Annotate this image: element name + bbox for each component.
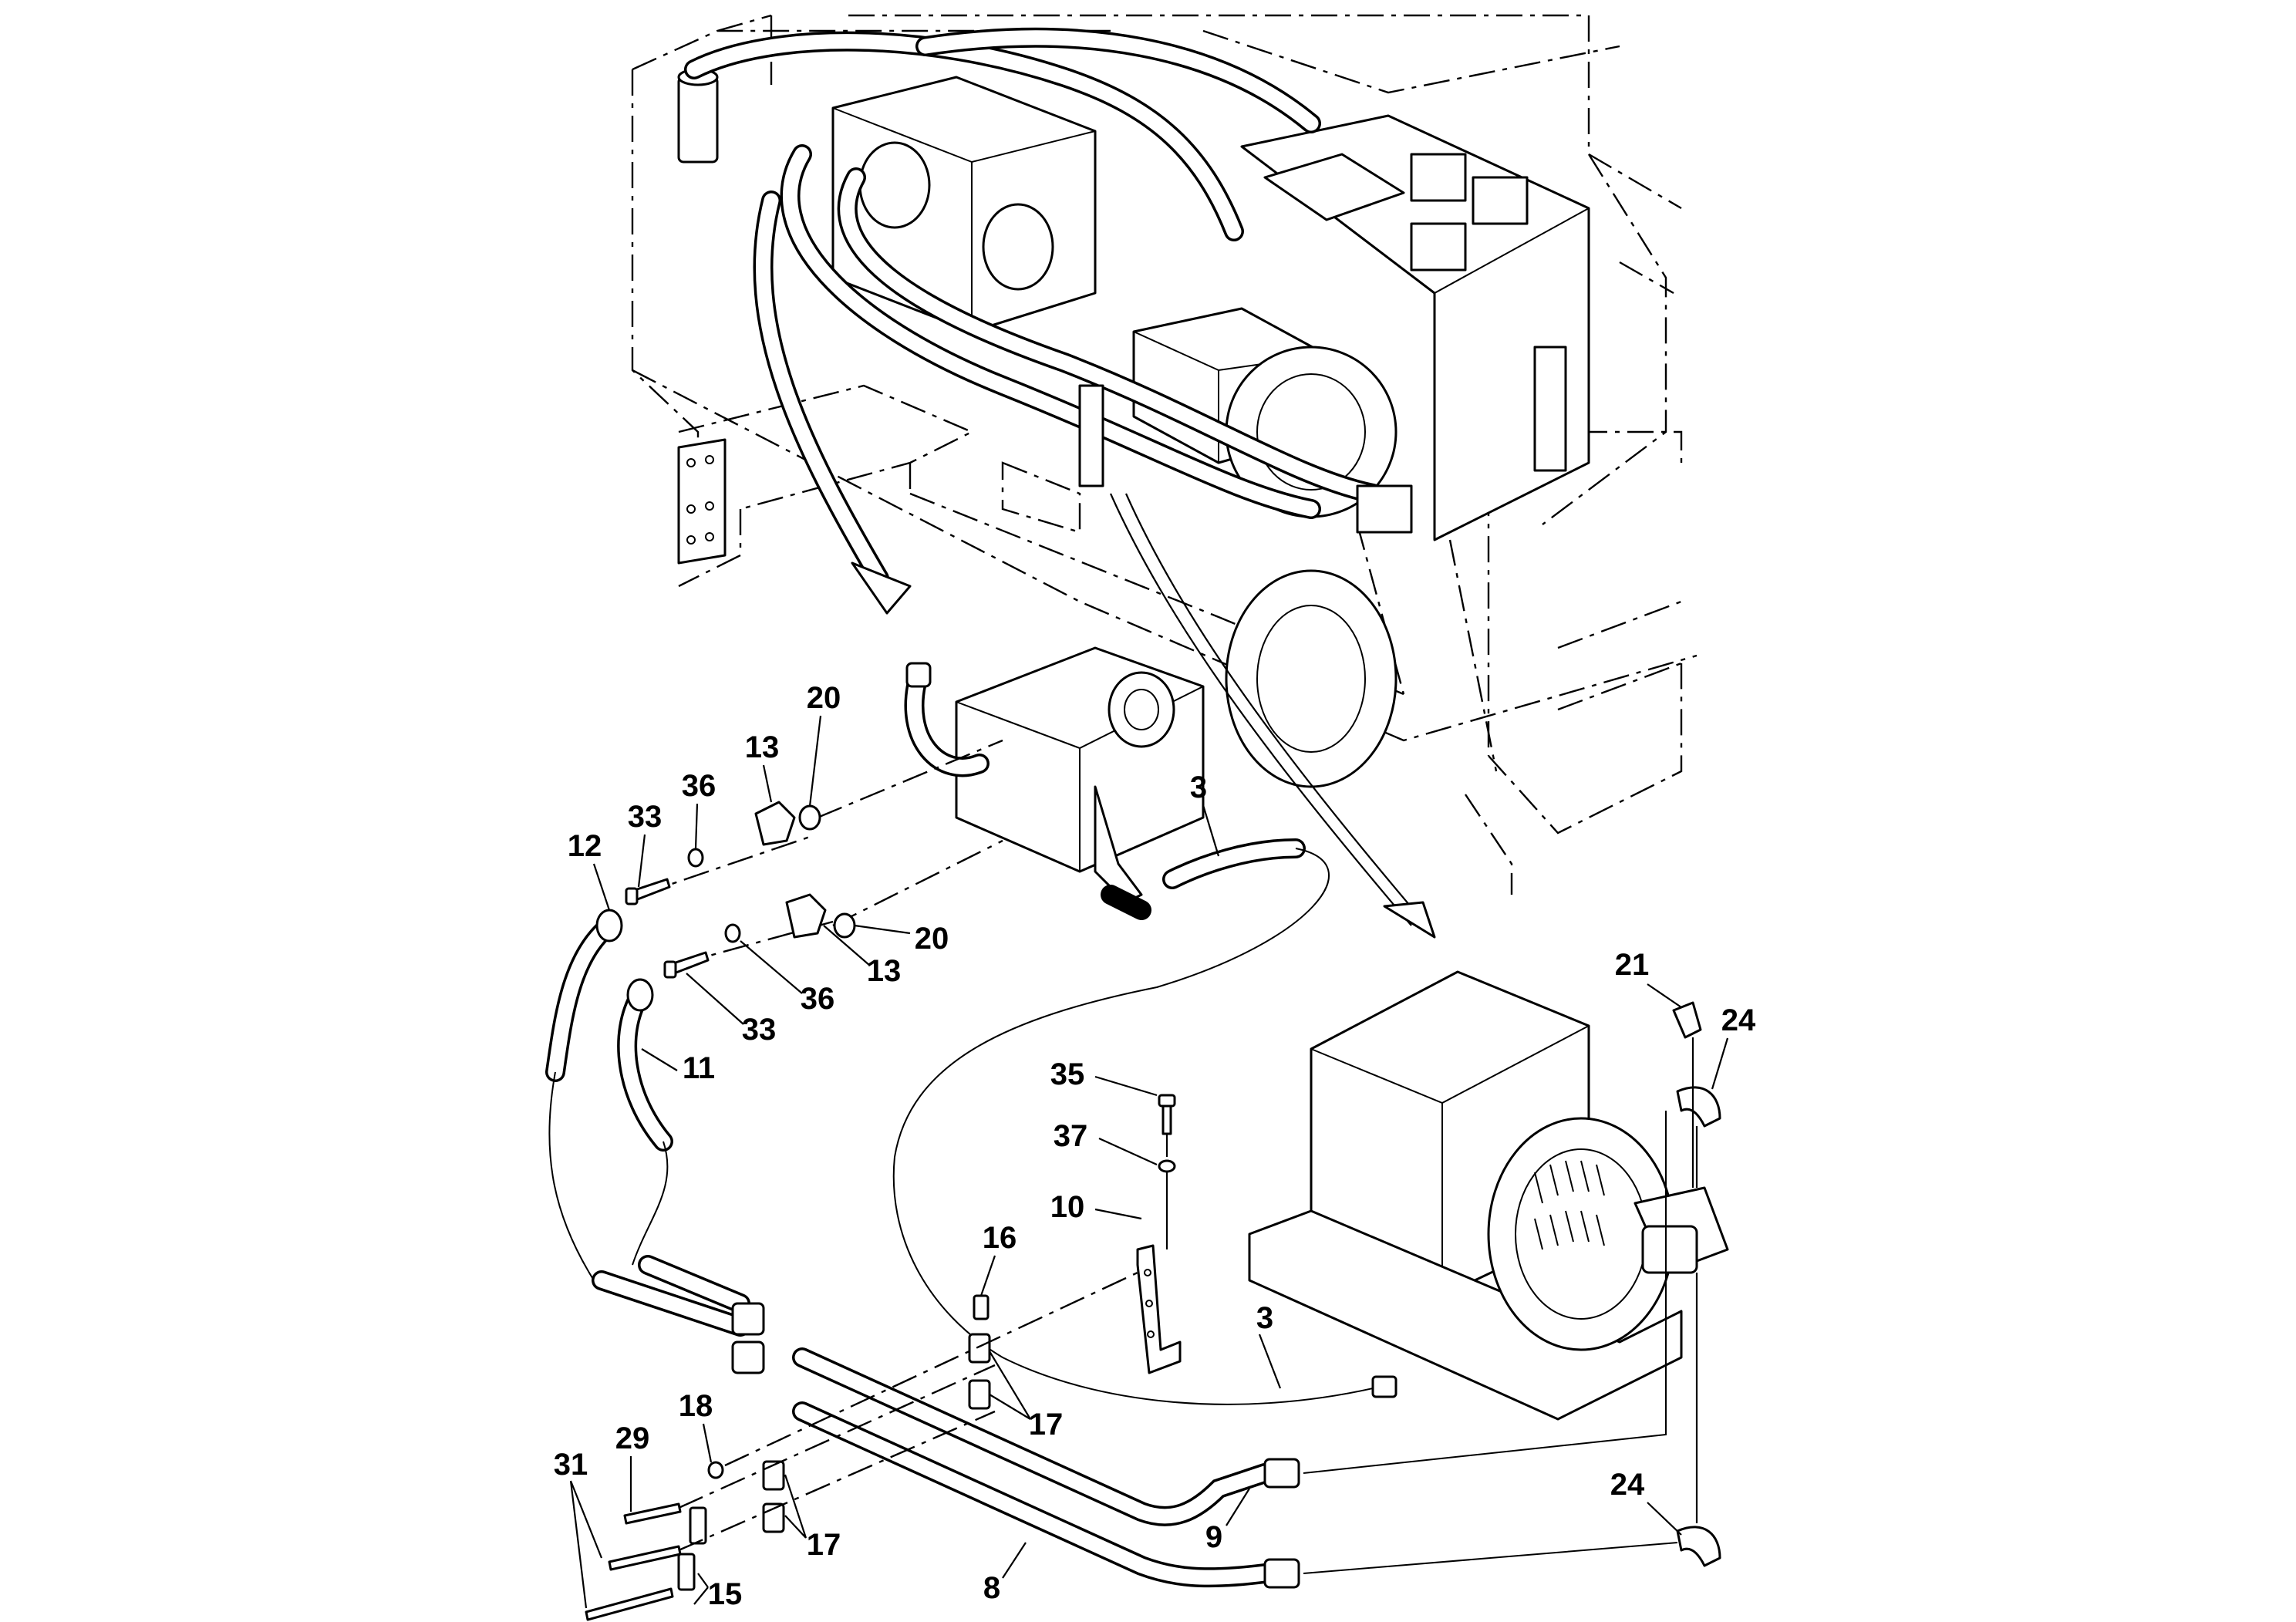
callout-11: 11 (683, 1051, 715, 1085)
tube-8 (792, 1401, 1300, 1589)
elbow-24-lower (1676, 1526, 1721, 1567)
callout-35: 35 (1050, 1057, 1085, 1091)
callout-29: 29 (615, 1421, 650, 1455)
washer-37 (1158, 1159, 1176, 1173)
bolt-31-a (608, 1545, 682, 1571)
washer-36-lower (724, 923, 741, 943)
callout-36-upper: 36 (682, 769, 716, 803)
callout-18: 18 (679, 1389, 713, 1423)
callout-33-upper: 33 (628, 800, 663, 834)
clamp-17-upper-a (968, 1333, 991, 1364)
callout-9: 9 (1205, 1520, 1222, 1554)
plate-15-b (677, 1553, 696, 1591)
washer-36-upper (687, 848, 704, 868)
plate-15-a (689, 1506, 707, 1545)
clamp-half-13-upper (754, 801, 796, 846)
bracket-10 (1136, 1244, 1182, 1374)
hydraulic-pump (904, 646, 1205, 904)
callout-21: 21 (1615, 948, 1650, 982)
leader-lines (569, 715, 1729, 1609)
callout-8: 8 (983, 1571, 1000, 1605)
machine-assembly-overview (631, 14, 1698, 939)
clamp-17-upper-b (968, 1379, 991, 1410)
hose-12 (545, 909, 623, 1281)
generator (1248, 970, 1729, 1421)
callout-33-lower: 33 (742, 1013, 777, 1047)
callout-3-lower: 3 (1256, 1301, 1273, 1335)
o-ring-20-lower (833, 912, 856, 939)
bolt-31-b (585, 1587, 674, 1621)
o-ring-20-upper (798, 804, 821, 831)
exploded-parts-view (545, 646, 1729, 1621)
screw-35 (1161, 1101, 1172, 1135)
callout-31: 31 (554, 1448, 588, 1482)
hose-11 (617, 978, 673, 1266)
elbow-21 (1672, 1001, 1702, 1039)
callout-10: 10 (1050, 1190, 1085, 1224)
hose-3 (892, 838, 1397, 1405)
callout-20-upper: 20 (807, 681, 841, 715)
callout-24-upper: 24 (1721, 1003, 1756, 1037)
callout-12: 12 (568, 829, 602, 863)
callout-labels: 20 13 36 33 12 20 13 36 33 11 3 21 24 35… (554, 681, 1756, 1611)
callout-15: 15 (708, 1577, 743, 1611)
washer-18 (707, 1461, 724, 1479)
callout-16: 16 (983, 1221, 1017, 1255)
elbow-24-upper (1676, 1086, 1721, 1128)
callout-3-upper: 3 (1190, 771, 1207, 804)
callout-20-lower: 20 (915, 922, 949, 956)
callout-17-lower: 17 (807, 1528, 841, 1562)
clamp-16 (973, 1294, 990, 1320)
callout-13-lower: 13 (867, 954, 902, 988)
callout-17-upper: 17 (1029, 1408, 1064, 1442)
clamp-half-13-lower (785, 893, 827, 939)
callout-37: 37 (1054, 1119, 1088, 1153)
clamp-17-lower-a (762, 1460, 785, 1491)
callout-24-lower: 24 (1610, 1468, 1645, 1502)
callout-13-upper: 13 (745, 730, 780, 764)
bolt-29 (623, 1502, 682, 1525)
callout-36-lower: 36 (801, 982, 835, 1016)
tube-9 (792, 1347, 1300, 1526)
